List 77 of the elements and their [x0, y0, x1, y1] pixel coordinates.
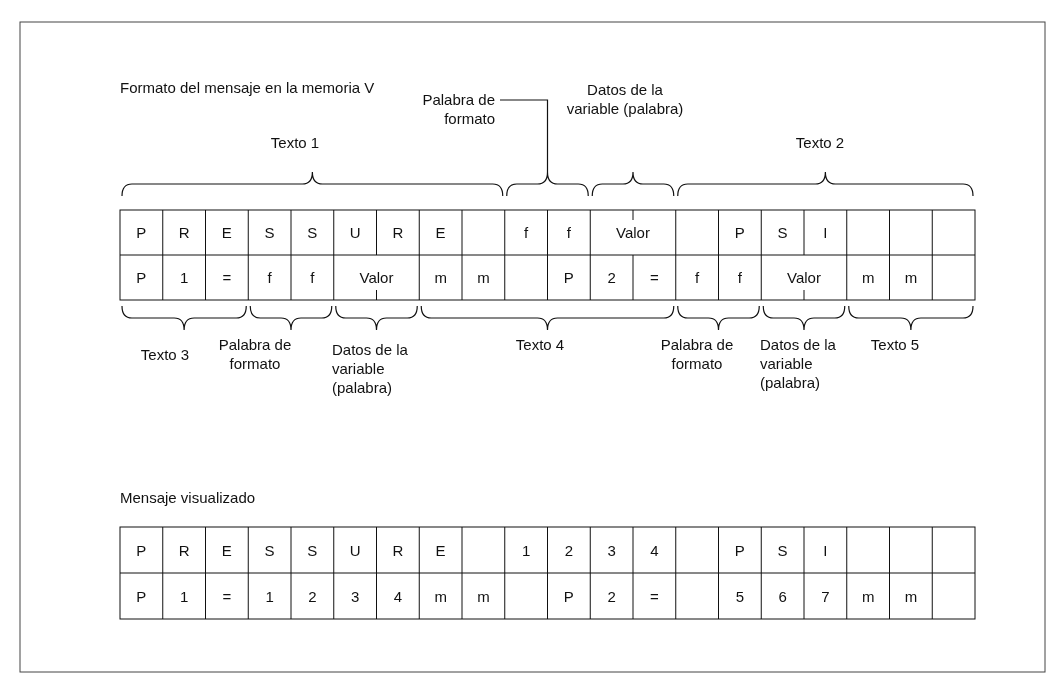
bracket-label: Datos de la variable (palabra): [565, 80, 685, 118]
cell-text: 4: [650, 540, 659, 560]
cell-text: P: [136, 540, 147, 560]
cell-text: U: [349, 540, 361, 560]
cell-text: f: [695, 268, 700, 287]
cell-text: m: [434, 268, 447, 287]
cell-text: f: [310, 268, 315, 287]
cell-text: =: [650, 268, 659, 287]
bracket-label: Datos de la variable (palabra): [760, 335, 837, 392]
cell-text: U: [349, 223, 361, 242]
section-title: Formato del mensaje en la memoria V: [120, 78, 376, 97]
cell-text: f: [524, 223, 529, 242]
cell-text: S: [307, 223, 318, 242]
cell-text: S: [307, 540, 318, 560]
cell-text: 2: [607, 586, 616, 606]
cell-text: I: [823, 223, 828, 242]
cell-text: 4: [393, 586, 403, 606]
cell-text: f: [267, 268, 272, 287]
cell-text: E: [435, 540, 446, 560]
cell-text: 1: [265, 586, 274, 606]
cell-text: R: [178, 223, 190, 242]
cell-text: 2: [607, 268, 616, 287]
bracket-label: Texto 2: [794, 133, 846, 152]
bracket-label: Palabra de formato: [415, 90, 495, 128]
bracket-label: Palabra de formato: [217, 335, 293, 373]
cell-text: f: [566, 223, 571, 242]
cell-text: 2: [564, 540, 574, 560]
bracket-label: Texto 4: [514, 335, 566, 354]
cell-text: =: [650, 586, 659, 606]
cell-text: E: [221, 540, 232, 560]
bracket-label: Texto 5: [869, 335, 921, 354]
cell-text: m: [434, 586, 447, 606]
bracket-label: Datos de la variable (palabra): [332, 340, 409, 397]
cell-text: m: [904, 268, 918, 287]
cell-text: P: [563, 586, 574, 606]
cell-text: P: [734, 540, 745, 560]
cell-text: m: [861, 268, 875, 287]
cell-text: R: [392, 540, 404, 560]
bracket-label: Palabra de formato: [659, 335, 735, 373]
cell-text: m: [861, 586, 875, 606]
cell-text: P: [136, 586, 147, 606]
cell-text: P: [136, 268, 147, 287]
cell-text: I: [823, 540, 828, 560]
cell-text: =: [222, 268, 232, 287]
cell-text: R: [392, 223, 404, 242]
cell-text: 6: [778, 586, 787, 606]
cell-text: P: [734, 223, 745, 242]
cell-text: m: [904, 586, 918, 606]
cell-text: E: [435, 223, 446, 242]
cell-text: 2: [308, 586, 317, 606]
section-title: Mensaje visualizado: [120, 488, 257, 507]
cell-text: Valor: [359, 268, 394, 287]
cell-text: m: [477, 268, 490, 287]
cell-text: R: [178, 540, 190, 560]
cell-text: Valor: [787, 268, 821, 287]
cell-text: Valor: [616, 223, 650, 242]
cell-text: 1: [179, 268, 189, 287]
cell-text: m: [477, 586, 490, 606]
cell-text: P: [563, 268, 574, 287]
cell-text: 3: [607, 540, 616, 560]
cell-text: P: [136, 223, 147, 242]
curly-bracket: [506, 171, 589, 197]
cell-text: 1: [179, 586, 189, 606]
cell-text: =: [222, 586, 232, 606]
cell-text: f: [737, 268, 742, 287]
bracket-label: Texto 3: [139, 345, 191, 364]
cell-text: S: [264, 540, 275, 560]
cell-text: 3: [350, 586, 360, 606]
cell-text: S: [264, 223, 275, 242]
bracket-label: Texto 1: [269, 133, 321, 152]
cell-text: 7: [821, 586, 830, 606]
cell-text: 1: [521, 540, 531, 560]
cell-text: 5: [735, 586, 745, 606]
cell-text: S: [777, 540, 788, 560]
cell-text: S: [777, 223, 788, 242]
cell-text: E: [221, 223, 232, 242]
leader-line: [499, 99, 549, 173]
